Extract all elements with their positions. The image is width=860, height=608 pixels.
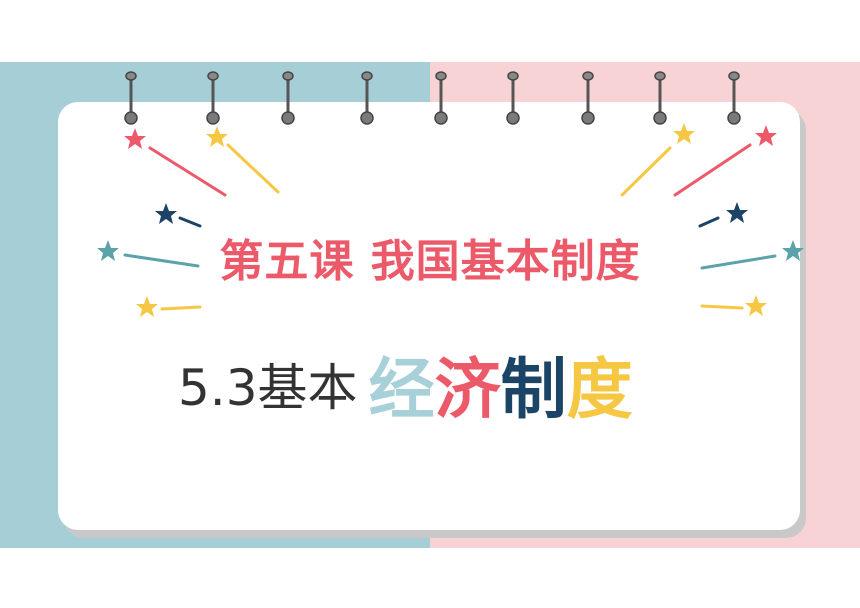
binder-ring-icon xyxy=(506,71,520,125)
binder-rings xyxy=(124,71,741,125)
subtitle-char: 济 xyxy=(434,351,501,428)
binder-ring-icon xyxy=(653,71,667,125)
section-number: 5.3基本 xyxy=(178,359,358,417)
binder-ring-icon xyxy=(206,71,220,125)
subtitle-char: 度 xyxy=(566,351,633,428)
right-streaks xyxy=(620,143,777,310)
star-icon xyxy=(124,128,146,149)
star-icon xyxy=(673,123,695,144)
left-streaks xyxy=(123,143,280,311)
subtitle-char: 经 xyxy=(368,351,435,428)
decorative-stars xyxy=(97,123,804,317)
subtitle-char: 制 xyxy=(500,351,567,428)
binder-ring-icon xyxy=(124,71,138,125)
binder-ring-icon xyxy=(434,71,448,125)
star-icon xyxy=(782,240,804,261)
star-icon xyxy=(155,203,177,224)
binder-ring-icon xyxy=(581,71,595,125)
star-icon xyxy=(745,295,767,316)
binder-ring-icon xyxy=(360,71,374,125)
star-icon xyxy=(97,240,119,261)
star-icon xyxy=(136,296,158,317)
binder-ring-icon xyxy=(281,71,295,125)
notebook-card xyxy=(58,102,800,530)
section-subtitle: 5.3基本 经济制度 xyxy=(178,336,633,432)
star-icon xyxy=(206,126,228,147)
star-icon xyxy=(726,202,748,223)
binder-ring-icon xyxy=(727,71,741,125)
star-icon xyxy=(755,125,777,146)
lesson-title: 第五课 我国基本制度 xyxy=(219,236,641,287)
